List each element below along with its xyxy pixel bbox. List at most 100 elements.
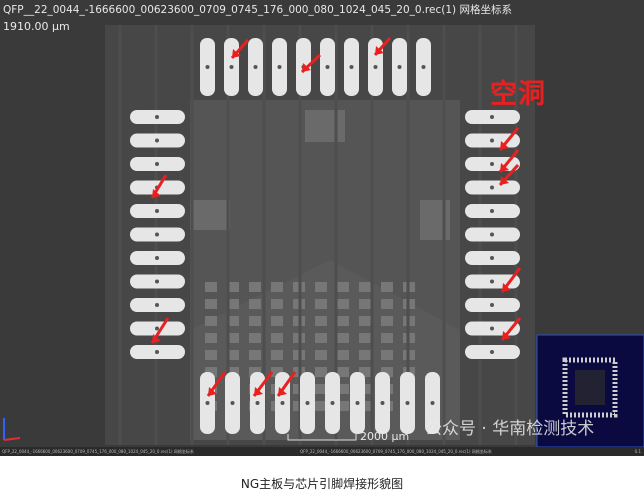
scale-bar <box>287 434 357 441</box>
void-spot <box>330 401 335 405</box>
status-left: QFP_22_0044_-1666600_00623600_0709_0745_… <box>2 449 194 454</box>
via-grid-cell <box>337 384 349 394</box>
via-grid-cell <box>271 367 283 377</box>
via-grid-cell <box>359 333 371 343</box>
axis-x <box>3 437 21 441</box>
arrow-head <box>152 334 161 343</box>
via-grid-cell <box>337 282 349 292</box>
void-spot <box>155 232 159 237</box>
via-grid-cell <box>271 316 283 326</box>
via-grid-cell <box>315 316 327 326</box>
arrow-head <box>208 387 217 396</box>
via-grid-cell <box>315 350 327 360</box>
via-grid-cell <box>359 316 371 326</box>
arrow-head <box>375 46 384 55</box>
via-grid-cell <box>359 350 371 360</box>
via-grid-cell <box>381 333 393 343</box>
void-spot <box>490 326 494 331</box>
via-grid-cell <box>315 384 327 394</box>
via-grid-cell <box>205 316 217 326</box>
arrow-head <box>254 387 263 396</box>
via-grid-cell <box>205 350 217 360</box>
void-spot <box>155 303 159 307</box>
void-spot <box>155 279 159 284</box>
void-spot <box>490 138 494 143</box>
void-spot <box>277 65 282 69</box>
void-spot <box>490 256 494 260</box>
status-right: QFP_22_0044_-1666600_00623600_0709_0745_… <box>300 449 492 454</box>
via-grid-cell <box>227 282 239 292</box>
xray-image: QFP__22_0044_-1666600_00623600_0709_0745… <box>0 0 644 456</box>
via-grid-cell <box>205 367 217 377</box>
arrow-head <box>502 283 511 292</box>
watermark: 公众号 · 华南检测技术 <box>425 419 595 439</box>
void-spot <box>155 162 159 166</box>
via-grid-cell <box>337 299 349 309</box>
void-spot <box>253 65 258 69</box>
via-grid-cell <box>227 350 239 360</box>
via-grid-cell <box>315 282 327 292</box>
xray-pcb-drawing <box>3 25 644 448</box>
via-grid-cell <box>381 367 393 377</box>
void-spot <box>490 350 494 354</box>
void-spot <box>230 401 235 405</box>
scale-bar-label: 2000 µm <box>360 430 410 443</box>
via-grid-cell <box>271 350 283 360</box>
via-grid-cell <box>315 333 327 343</box>
arrow-head <box>278 387 287 396</box>
arrow-head <box>500 141 509 150</box>
void-spot <box>490 279 494 284</box>
void-spot <box>155 350 159 354</box>
void-spot <box>380 401 385 405</box>
void-spot <box>490 209 494 213</box>
inset-chip <box>562 357 618 418</box>
void-spot <box>155 256 159 260</box>
via-grid-cell <box>249 333 261 343</box>
void-spot <box>155 209 159 213</box>
void-spot <box>229 65 234 69</box>
via-grid-cell <box>249 350 261 360</box>
void-spot <box>255 401 260 405</box>
void-spot <box>490 303 494 307</box>
via-grid-cell <box>315 401 327 411</box>
image-title: QFP__22_0044_-1666600_00623600_0709_0745… <box>3 4 512 16</box>
via-grid-cell <box>205 299 217 309</box>
scale-readout: 1910.00 µm <box>3 20 70 33</box>
void-spot <box>355 401 360 405</box>
void-spot <box>373 65 378 69</box>
via-grid-cell <box>249 299 261 309</box>
void-spot <box>490 162 494 166</box>
void-spot <box>397 65 402 69</box>
void-spot <box>205 65 210 69</box>
void-spot <box>490 232 494 237</box>
arrow-head <box>500 163 509 172</box>
via-grid-cell <box>337 333 349 343</box>
via-grid-cell <box>359 299 371 309</box>
figure-caption: NG主板与芯片引脚焊接形貌图 <box>240 477 404 491</box>
status-bar: QFP_22_0044_-1666600_00623600_0709_0745_… <box>0 447 644 456</box>
arrow-head <box>152 189 161 198</box>
via-grid-cell <box>315 367 327 377</box>
via-grid-cell <box>337 316 349 326</box>
via-grid-cell <box>359 282 371 292</box>
inset-chip-body <box>575 370 605 405</box>
via-grid-cell <box>227 299 239 309</box>
void-spot <box>421 65 426 69</box>
void-spot <box>490 185 494 190</box>
via-grid-cell <box>249 316 261 326</box>
void-spot <box>205 401 210 405</box>
via-grid-cell <box>381 299 393 309</box>
via-grid-cell <box>227 333 239 343</box>
via-grid-cell <box>381 316 393 326</box>
via-grid-cell <box>227 316 239 326</box>
via-grid-cell <box>249 282 261 292</box>
status-page: 0.1 <box>634 449 641 454</box>
center-pad <box>305 110 345 142</box>
void-spot <box>305 401 310 405</box>
arrow-head <box>502 331 511 340</box>
via-grid-cell <box>271 282 283 292</box>
via-grid-cell <box>381 282 393 292</box>
via-grid-cell <box>337 367 349 377</box>
void-spot <box>349 65 354 69</box>
void-spot <box>430 401 435 405</box>
